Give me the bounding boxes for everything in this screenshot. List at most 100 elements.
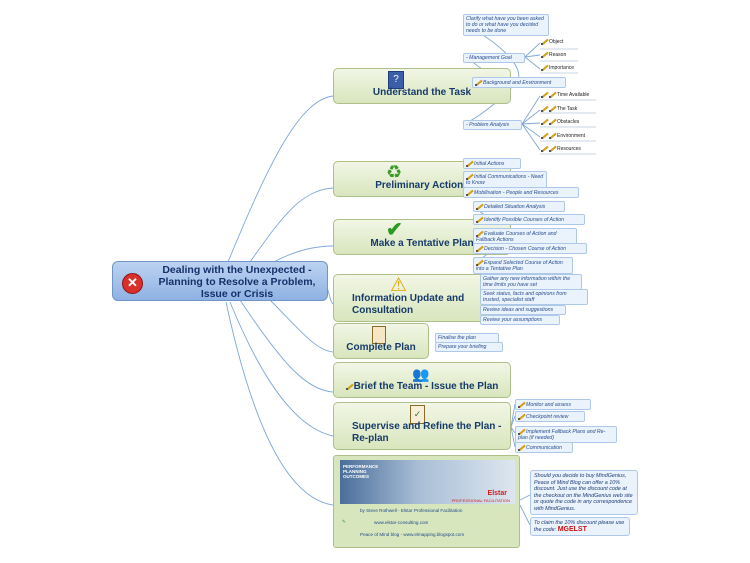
banner-byline: by Steve Rothwell - Elstar Professional …	[360, 508, 463, 513]
banner-brand-sub: PROFESSIONAL FACILITATION	[451, 498, 510, 503]
goal-item[interactable]: Importance	[541, 64, 574, 71]
analysis-item[interactable]: Time Available	[541, 91, 589, 98]
pencil-icon	[541, 118, 548, 125]
leaf-information[interactable]: Seek status, facts and opinions from tru…	[480, 289, 588, 305]
pencil-icon	[466, 173, 473, 180]
analysis-item[interactable]: The Task	[541, 105, 577, 112]
pencil-icon	[518, 413, 525, 420]
pencil-icon	[549, 91, 556, 98]
pencil-icon	[541, 51, 548, 58]
pencil-icon	[475, 79, 482, 86]
central-topic[interactable]: ✕ Dealing with the Unexpected - Planning…	[112, 261, 328, 301]
pencil-icon	[541, 145, 548, 152]
leaf-clarify[interactable]: Clarify what have you been asked to do o…	[463, 14, 549, 36]
analysis-item[interactable]: Obstacles	[541, 118, 579, 125]
leaf-label: Identify Possible Courses of Action	[484, 216, 564, 223]
pencil-icon	[518, 428, 525, 435]
leaf-preliminary[interactable]: Mobilisation - People and Resources	[463, 187, 579, 198]
clipboard-icon	[372, 326, 386, 344]
pencil-icon	[518, 444, 525, 451]
leaf-preliminary[interactable]: Initial Actions	[463, 158, 521, 169]
pencil-icon	[541, 64, 548, 71]
discount-offer-note[interactable]: Should you decide to buy MindGenius, Pea…	[530, 470, 638, 515]
checkmark-icon: ✔	[386, 219, 403, 241]
leaf-label: Environment	[557, 132, 586, 139]
leaf-label: Communication	[526, 444, 563, 451]
pencil-icon	[476, 230, 483, 237]
pencil-icon: ✎	[342, 519, 346, 524]
pencil-icon	[518, 401, 525, 408]
leaf-label: Initial Communications - Need to Know	[466, 173, 544, 186]
pencil-icon	[541, 91, 548, 98]
branch-title: Brief the Team - Issue the Plan	[353, 381, 499, 392]
leaf-management-goal[interactable]: - Management Goal	[463, 53, 525, 63]
banner-tag: PERFORMANCE PLANNING OUTCOMES	[343, 464, 379, 479]
leaf-supervise[interactable]: Implement Fallback Plans and Re-plan (if…	[515, 426, 617, 443]
discount-code-note[interactable]: To claim the 10% discount please use the…	[530, 517, 630, 536]
branch-complete-plan[interactable]: Complete Plan	[333, 323, 429, 359]
pencil-icon	[466, 189, 473, 196]
banner-link-blog[interactable]: Peace of Mind blog - www.elmapping.blogs…	[360, 532, 465, 537]
leaf-label: Expand Selected Course of Action into a …	[476, 259, 563, 272]
leaf-problem-analysis[interactable]: - Problem Analysis	[463, 120, 522, 130]
central-topic-title: Dealing with the Unexpected - Planning t…	[158, 264, 316, 300]
leaf-label: Mobilisation - People and Resources	[474, 189, 559, 196]
pencil-icon	[549, 105, 556, 112]
leaf-label: Decision - Chosen Course of Action	[484, 245, 566, 252]
leaf-label: Reason	[549, 51, 567, 58]
analysis-item[interactable]: Environment	[541, 132, 585, 139]
leaf-information[interactable]: Review ideas and suggestions	[480, 305, 566, 315]
leaf-supervise[interactable]: Communication	[515, 442, 573, 453]
branch-title: Understand the Task	[372, 87, 472, 98]
leaf-label: Monitor and assess	[526, 401, 571, 408]
leaf-tentative[interactable]: Detailed Situation Analysis	[473, 201, 565, 212]
pencil-icon	[541, 105, 548, 112]
analysis-item[interactable]: Resources	[541, 145, 581, 152]
branch-brief-the-team[interactable]: 👥 Brief the Team - Issue the Plan	[333, 362, 511, 398]
leaf-label: Problem Analysis	[469, 122, 510, 128]
pencil-icon	[549, 118, 556, 125]
leaf-label: Evaluate Courses of Action and Fallback …	[476, 230, 557, 243]
branch-title: Complete Plan	[346, 342, 416, 353]
branding-banner[interactable]: PERFORMANCE PLANNING OUTCOMES Elstar PRO…	[333, 455, 520, 548]
warning-icon: ⚠	[390, 275, 408, 296]
pencil-icon	[466, 160, 473, 167]
pencil-icon	[476, 259, 483, 266]
leaf-label: Resources	[557, 145, 581, 152]
checklist-icon: ✓	[410, 405, 425, 424]
pencil-icon	[541, 38, 548, 45]
error-icon: ✕	[122, 273, 143, 294]
banner-link-site[interactable]: www.elstar-consulting.com	[374, 520, 429, 525]
people-icon: 👥	[412, 366, 430, 382]
leaf-information[interactable]: Review your assumptions	[480, 315, 560, 325]
leaf-label: Initial Actions	[474, 160, 505, 167]
leaf-information[interactable]: Gather any new information within the ti…	[480, 274, 582, 290]
branch-title: Information Update and Consultation	[352, 293, 465, 316]
branch-title: Preliminary Actions	[375, 180, 469, 191]
leaf-label: Obstacles	[557, 118, 580, 125]
leaf-label: Time Available	[557, 91, 590, 98]
banner-image: PERFORMANCE PLANNING OUTCOMES Elstar PRO…	[340, 460, 515, 504]
goal-item[interactable]: Reason	[541, 51, 566, 58]
pencil-icon	[549, 132, 556, 139]
leaf-preliminary[interactable]: Initial Communications - Need to Know	[463, 171, 547, 188]
pencil-icon	[476, 216, 483, 223]
leaf-label: Implement Fallback Plans and Re-plan (if…	[518, 428, 606, 441]
leaf-label: Management Goal	[469, 55, 512, 61]
leaf-supervise[interactable]: Checkpoint review	[515, 411, 585, 422]
leaf-supervise[interactable]: Monitor and assess	[515, 399, 591, 410]
leaf-tentative[interactable]: Decision - Chosen Course of Action	[473, 243, 587, 254]
leaf-tentative[interactable]: Identify Possible Courses of Action	[473, 214, 585, 225]
leaf-complete[interactable]: Prepare your briefing	[435, 342, 503, 352]
leaf-label: The Task	[557, 105, 578, 112]
leaf-tentative[interactable]: Expand Selected Course of Action into a …	[473, 257, 573, 274]
question-book-icon: ?	[388, 71, 404, 89]
pencil-icon	[345, 383, 353, 390]
pencil-icon	[541, 132, 548, 139]
pencil-icon	[476, 203, 483, 210]
pencil-icon	[549, 145, 556, 152]
leaf-background[interactable]: Background and Environment	[472, 77, 566, 88]
goal-item[interactable]: Object	[541, 38, 563, 45]
branch-supervise-and-refine[interactable]: ✓ Supervise and Refine the Plan - Re-pla…	[333, 402, 511, 450]
leaf-label: Importance	[549, 64, 575, 71]
